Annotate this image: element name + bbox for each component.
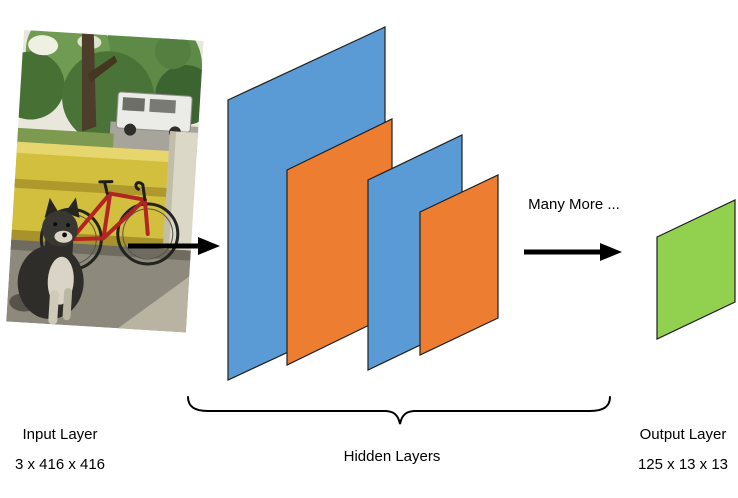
- input-image: [6, 30, 204, 333]
- hidden-layers-label: Hidden Layers: [343, 448, 441, 465]
- hidden-layer-4: [419, 174, 499, 356]
- output-layer-shape: [656, 199, 736, 340]
- input-layer-label: Input Layer: [22, 426, 98, 443]
- white-van: [115, 91, 193, 139]
- input-arrow: [128, 237, 220, 255]
- dog: [9, 197, 84, 325]
- output-layer-dimensions: 125 x 13 x 13: [637, 456, 729, 473]
- input-layer-dimensions: 3 x 416 x 416: [14, 456, 106, 473]
- many-more-arrow: [524, 243, 622, 261]
- many-more-label: Many More ...: [528, 196, 620, 213]
- arrow-head-icon: [600, 243, 622, 261]
- output-layer-label: Output Layer: [639, 426, 727, 443]
- tree-trunk: [81, 33, 118, 132]
- arrow-head-icon: [198, 237, 220, 255]
- hidden-layers-brace: [187, 396, 611, 425]
